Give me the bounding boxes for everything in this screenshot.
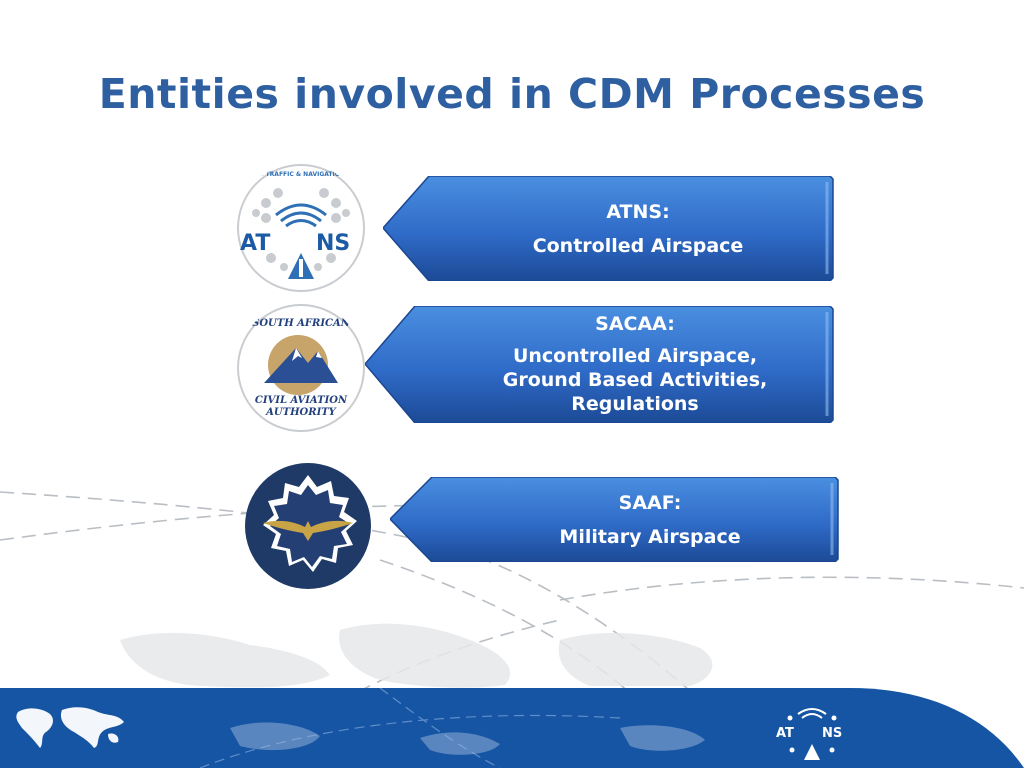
sacaa-logo-bottom-text-1: CIVIL AVIATION — [254, 395, 348, 406]
footer-logo-left: AT — [776, 726, 794, 741]
atns-logo-arc-text: AIR TRAFFIC & NAVIGATION SERVICES — [252, 171, 350, 178]
callout-sacaa: SACAA: Uncontrolled Airspace, Ground Bas… — [365, 306, 835, 423]
atns-logo: AT NS AIR TRAFFIC & NAVIGATION SERVICES — [236, 163, 366, 293]
callout-sacaa-line-3: Regulations — [571, 393, 699, 415]
world-map-icon — [16, 707, 124, 748]
sacaa-logo-top-text: SOUTH AFRICAN — [252, 318, 350, 329]
callout-atns-line-1: Controlled Airspace — [532, 235, 744, 257]
callout-shape-saaf — [390, 477, 839, 562]
callout-saaf: SAAF: Military Airspace — [390, 477, 840, 562]
sacaa-logo: SOUTH AFRICAN CIVIL AVIATION AUTHORITY — [236, 303, 366, 433]
callout-shape-atns — [383, 176, 834, 281]
footer-atns-icon — [787, 708, 837, 760]
callout-shape-sacaa — [365, 306, 834, 423]
footer-logo-right: NS — [822, 726, 843, 741]
callout-saaf-line-1: Military Airspace — [559, 526, 741, 548]
callout-atns: ATNS: Controlled Airspace — [383, 176, 835, 281]
callout-sacaa-line-1: Uncontrolled Airspace, — [512, 345, 758, 367]
callout-sacaa-heading: SACAA: — [595, 313, 675, 335]
saaf-logo — [243, 461, 373, 591]
footer-band-shape — [0, 687, 1024, 769]
callout-saaf-heading: SAAF: — [618, 492, 682, 514]
atns-logo-right-text: NS — [316, 231, 351, 256]
atns-logo-left-text: AT — [240, 231, 271, 256]
slide-title: Entities involved in CDM Processes — [98, 70, 926, 118]
callout-sacaa-line-2: Ground Based Activities, — [502, 369, 768, 391]
sacaa-logo-bottom-text-2: AUTHORITY — [266, 407, 336, 418]
footer-band: AT NS — [0, 687, 1024, 769]
callout-atns-heading: ATNS: — [606, 201, 670, 223]
